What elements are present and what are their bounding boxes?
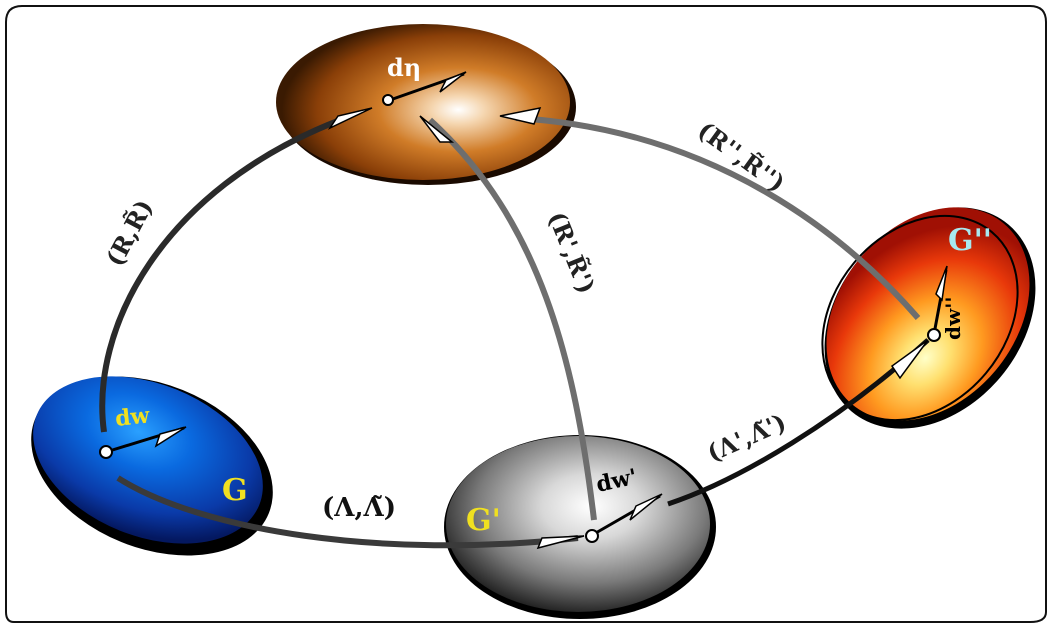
gray-blob-G-prime: [444, 435, 716, 619]
label-G-double-prime: G'': [948, 223, 992, 258]
arrowhead-red-to-top: [499, 106, 542, 125]
blue-blob-G: [31, 376, 273, 556]
curve-red-to-top: [515, 115, 921, 320]
label-dw-double-prime: dw'': [941, 297, 965, 340]
label-G: G: [222, 473, 248, 508]
curve-blue-to-top: [99, 117, 342, 433]
arrowhead-gray-to-top: [419, 115, 455, 143]
label-d-eta: dη: [387, 53, 421, 82]
curve-blue-to-gray: [116, 475, 579, 549]
arrowhead-gray-to-red: [890, 339, 929, 380]
label-blue-to-gray: (Λ,Λ̃): [322, 493, 396, 523]
vector-dw-prime: [585, 493, 663, 543]
label-dw: dw: [114, 402, 152, 432]
label-G-prime: G': [466, 503, 501, 538]
arrowhead-blue-to-gray: [536, 535, 585, 550]
red-blob-G-double-prime: [821, 207, 1036, 429]
vector-dw-double-prime: [927, 265, 948, 342]
curve-gray-to-red: [667, 338, 930, 507]
top-blob: [276, 24, 576, 185]
arrowhead-blue-to-top: [327, 107, 373, 130]
curve-gray-to-top: [427, 117, 597, 521]
vector-d-eta: [382, 71, 467, 106]
vector-dw: [99, 426, 187, 459]
